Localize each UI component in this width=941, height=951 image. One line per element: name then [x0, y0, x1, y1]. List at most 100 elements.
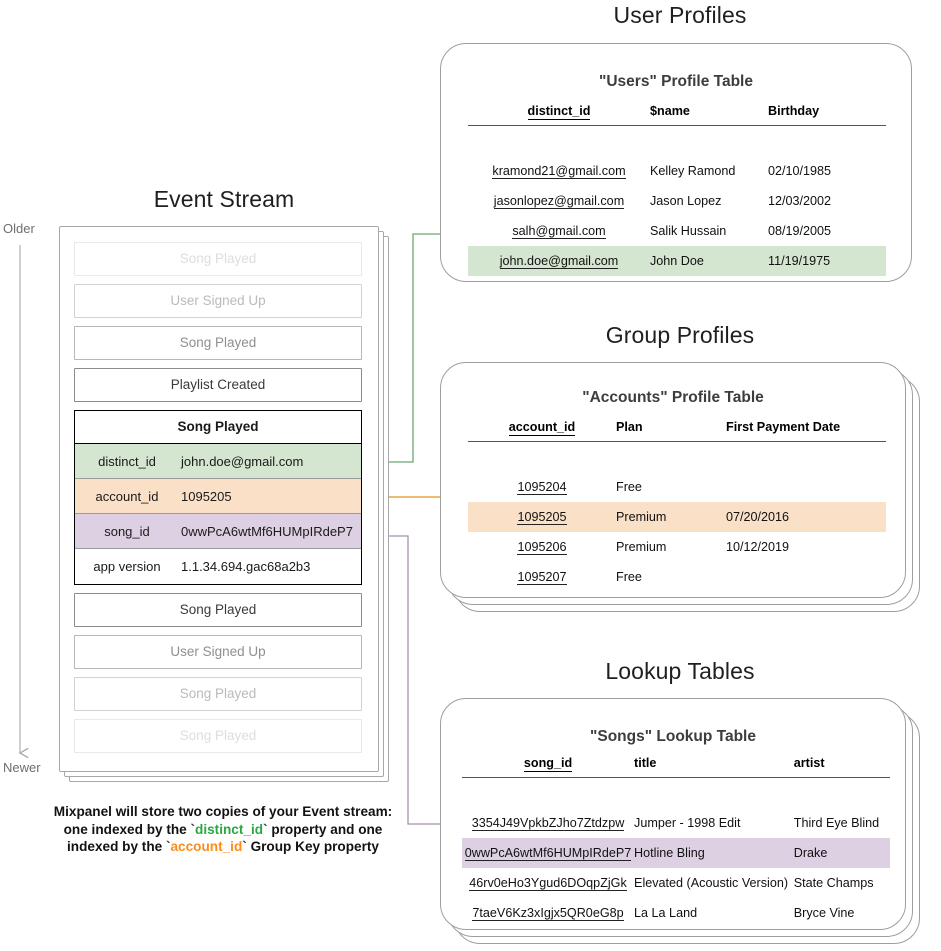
- cell-distinct-id: jasonlopez@gmail.com: [493, 194, 625, 209]
- cell-first-payment-date: 07/20/2016: [726, 502, 886, 532]
- property-key: account_id: [95, 488, 159, 504]
- property-value: 0wwPcA6wtMf6HUMpIRdeP7: [181, 523, 353, 539]
- table-row[interactable]: 46rv0eHo3Ygud6DOqpZjGk Elevated (Acousti…: [462, 868, 890, 898]
- table-row[interactable]: 1095207 Free: [468, 562, 886, 592]
- cell-birthday: 02/10/1985: [768, 164, 832, 178]
- column-header-birthday: Birthday: [768, 104, 820, 118]
- accounts-table-title: "Accounts" Profile Table: [582, 389, 764, 406]
- cell-song-id: 0wwPcA6wtMf6HUMpIRdeP7: [462, 838, 635, 868]
- event-item[interactable]: Song Played: [74, 677, 362, 711]
- table-row-highlighted[interactable]: john.doe@gmail.com John Doe 11/19/1975: [468, 246, 886, 276]
- cell-account-id: 1095205: [468, 502, 616, 532]
- column-header-account-id: account_id: [508, 420, 576, 436]
- stream-caption: Mixpanel will store two copies of your E…: [48, 803, 398, 856]
- cell-account-id: 1095206: [517, 540, 567, 555]
- backtick-open: `: [190, 821, 196, 837]
- songs-table: song_id title artist 3354J49VpkbZJho7Ztd…: [462, 756, 890, 928]
- event-item[interactable]: User Signed Up: [74, 635, 362, 669]
- cell-title: Elevated (Acoustic Version): [634, 876, 789, 890]
- property-key: app version: [93, 559, 161, 574]
- caption-token-account-id: account_id: [170, 839, 243, 854]
- column-header-name: $name: [650, 104, 690, 118]
- cell-distinct-id: john.doe@gmail.com: [468, 246, 650, 276]
- cell-name: John Doe: [650, 246, 768, 276]
- users-table: distinct_id $name Birthday kramond21@gma…: [468, 104, 886, 276]
- event-item[interactable]: Song Played: [74, 242, 362, 276]
- cell-name: Jason Lopez: [650, 194, 722, 208]
- cell-plan: Free: [616, 480, 642, 494]
- table-row[interactable]: jasonlopez@gmail.com Jason Lopez 12/03/2…: [468, 186, 886, 216]
- cell-distinct-id: kramond21@gmail.com: [492, 164, 626, 179]
- property-value: 1095205: [181, 488, 232, 504]
- users-card: [440, 43, 912, 282]
- event-item[interactable]: Song Played: [74, 326, 362, 360]
- cell-birthday: 11/19/1975: [768, 246, 886, 276]
- column-header-first-payment-date: First Payment Date: [726, 420, 841, 434]
- cell-song-id: 3354J49VpkbZJho7Ztdzpw: [471, 816, 625, 831]
- caption-line-2-prefix: one indexed by the: [63, 821, 191, 837]
- backtick-close: `: [263, 821, 268, 837]
- header-rule: [462, 777, 890, 808]
- group-profiles-heading: Group Profiles: [605, 322, 755, 348]
- header-rule: [468, 441, 886, 472]
- table-row-highlighted[interactable]: 0wwPcA6wtMf6HUMpIRdeP7 Hotline Bling Dra…: [462, 838, 890, 868]
- column-header-title: title: [634, 756, 657, 770]
- lookup-tables-panel: "Songs" Lookup Table song_id title artis…: [440, 698, 920, 944]
- table-row[interactable]: kramond21@gmail.com Kelley Ramond 02/10/…: [468, 156, 886, 186]
- event-stream-stack: Song Played User Signed Up Song Played P…: [59, 226, 389, 782]
- table-header-row: account_id Plan First Payment Date: [468, 420, 886, 442]
- table-header-row: song_id title artist: [462, 756, 890, 778]
- cell-distinct-id: salh@gmail.com: [512, 224, 606, 239]
- cell-first-payment-date: [726, 562, 886, 592]
- property-key: distinct_id: [98, 453, 156, 469]
- cell-birthday: 08/19/2005: [768, 224, 832, 238]
- cell-song-id: 7taeV6Kz3xIgjx5QR0eG8p: [472, 906, 624, 921]
- event-item[interactable]: Song Played: [74, 719, 362, 753]
- cell-plan: Premium: [616, 502, 726, 532]
- accounts-table: account_id Plan First Payment Date 10952…: [468, 420, 886, 592]
- cell-account-id: 1095207: [517, 570, 567, 585]
- caption-line-3-suffix: Group Key property: [246, 839, 379, 854]
- accounts-card-front: [440, 362, 906, 598]
- caption-line-3: indexed by the `account_id` Group Key pr…: [48, 838, 398, 856]
- caption-line-3-prefix: indexed by the: [67, 839, 166, 854]
- cell-plan: Premium: [616, 540, 667, 554]
- selected-event-card[interactable]: Song Played distinct_id john.doe@gmail.c…: [74, 410, 362, 585]
- user-profiles-panel: "Users" Profile Table distinct_id $name …: [440, 43, 920, 288]
- caption-line-1: Mixpanel will store two copies of your E…: [53, 804, 393, 819]
- cell-birthday: 12/03/2002: [768, 194, 832, 208]
- table-row[interactable]: salh@gmail.com Salik Hussain 08/19/2005: [468, 216, 886, 246]
- selected-event-title: Song Played: [75, 411, 361, 444]
- user-profiles-heading: User Profiles: [613, 2, 747, 28]
- cell-title: La La Land: [634, 906, 698, 920]
- cell-artist: Bryce Vine: [793, 906, 855, 920]
- caption-token-distinct-id: distinct_id: [195, 821, 264, 837]
- column-header-plan: Plan: [616, 420, 643, 434]
- event-property-distinct-id: distinct_id john.doe@gmail.com: [75, 444, 361, 479]
- table-row[interactable]: 3354J49VpkbZJho7Ztdzpw Jumper - 1998 Edi…: [462, 808, 890, 838]
- users-table-title: "Users" Profile Table: [599, 73, 753, 90]
- event-item[interactable]: User Signed Up: [74, 284, 362, 318]
- songs-card-front: [440, 698, 906, 930]
- lookup-tables-heading: Lookup Tables: [605, 658, 755, 684]
- cell-title: Hotline Bling: [634, 838, 794, 868]
- header-rule: [468, 125, 886, 156]
- property-value: 1.1.34.694.gac68a2b3: [181, 559, 311, 574]
- event-item[interactable]: Playlist Created: [74, 368, 362, 402]
- cell-artist: Third Eye Blind: [793, 816, 880, 830]
- table-row[interactable]: 7taeV6Kz3xIgjx5QR0eG8p La La Land Bryce …: [462, 898, 890, 928]
- event-list: Song Played User Signed Up Song Played P…: [74, 242, 362, 761]
- group-profiles-panel: "Accounts" Profile Table account_id Plan…: [440, 362, 920, 612]
- table-row[interactable]: 1095204 Free: [468, 472, 886, 502]
- event-item[interactable]: Song Played: [74, 593, 362, 627]
- cell-name: Kelley Ramond: [650, 164, 736, 178]
- table-row-highlighted[interactable]: 1095205 Premium 07/20/2016: [468, 502, 886, 532]
- column-header-artist: artist: [793, 756, 825, 770]
- caption-line-2-suffix: property and one: [267, 821, 383, 837]
- cell-artist: Drake: [793, 838, 890, 868]
- property-value: john.doe@gmail.com: [181, 453, 304, 469]
- table-row[interactable]: 1095206 Premium 10/12/2019: [468, 532, 886, 562]
- event-property-account-id: account_id 1095205: [75, 479, 361, 514]
- event-property-app-version: app version 1.1.34.694.gac68a2b3: [75, 549, 361, 584]
- cell-artist: State Champs: [793, 876, 874, 890]
